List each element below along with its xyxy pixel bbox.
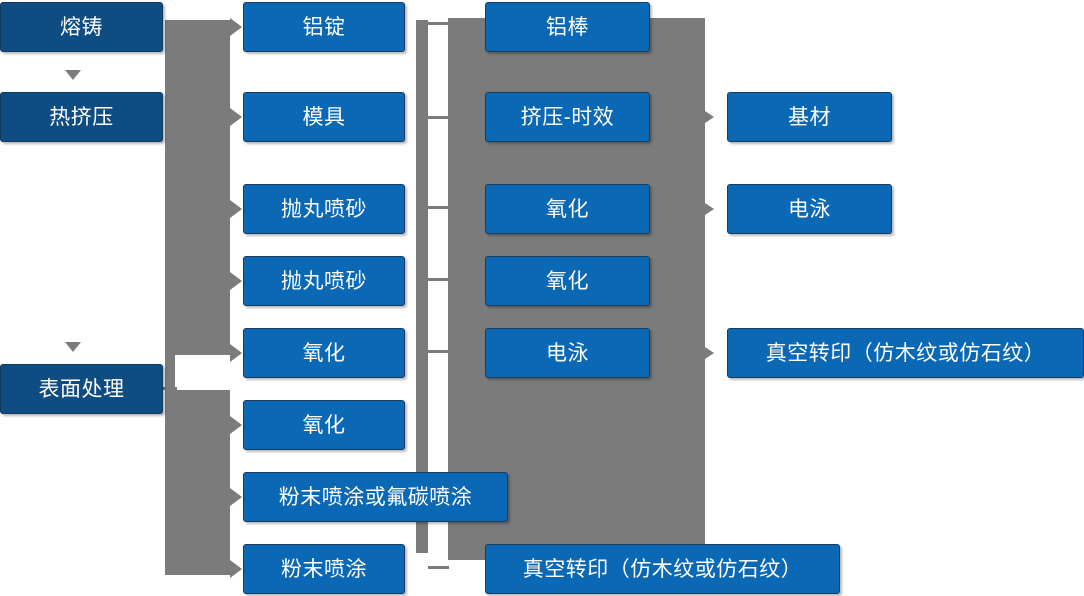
output-box-3[interactable]: 真空转印（仿木纹或仿石纹） [727, 328, 1084, 378]
arrow-to-step-5 [230, 344, 242, 362]
stage-box-2[interactable]: 热挤压 [0, 92, 163, 142]
arrow-to-step-2 [230, 108, 242, 126]
arrow-to-output-3 [705, 347, 714, 359]
connector-left-band-lower [165, 355, 175, 575]
step-label-2: 模具 [302, 105, 346, 129]
material-box-2[interactable]: 挤压-时效 [485, 92, 650, 142]
step-label-5: 氧化 [302, 341, 346, 365]
material-label-6: 真空转印（仿木纹或仿石纹） [522, 557, 803, 581]
material-label-1: 铝棒 [546, 15, 589, 39]
connector-stage3-stub [163, 387, 177, 390]
stage-box-1[interactable]: 熔铸 [0, 2, 163, 52]
output-label-2: 电泳 [788, 197, 831, 221]
material-box-4[interactable]: 氧化 [485, 256, 650, 306]
step-box-6[interactable]: 氧化 [243, 400, 405, 450]
step-box-1[interactable]: 铝锭 [243, 2, 405, 52]
rung-2 [428, 116, 449, 119]
arrow-to-step-8 [230, 560, 242, 578]
step-label-3: 抛丸喷砂 [281, 197, 367, 221]
step-box-4[interactable]: 抛丸喷砂 [243, 256, 405, 306]
step-label-6: 氧化 [302, 413, 346, 437]
step-label-8: 粉末喷涂 [281, 557, 367, 581]
connector-left-band-upper [165, 20, 230, 355]
material-box-5[interactable]: 电泳 [485, 328, 650, 378]
rung-4 [428, 278, 449, 281]
rung-5 [428, 350, 449, 353]
arrow-to-step-7 [230, 488, 242, 506]
stage-label-3: 表面处理 [38, 377, 125, 401]
step-box-2[interactable]: 模具 [243, 92, 405, 142]
material-label-4: 氧化 [546, 269, 589, 293]
material-label-3: 氧化 [546, 197, 589, 221]
arrow-to-output-2 [705, 203, 714, 215]
step-label-1: 铝锭 [302, 15, 346, 39]
arrow-to-step-4 [230, 272, 242, 290]
step-box-3[interactable]: 抛丸喷砂 [243, 184, 405, 234]
material-box-1[interactable]: 铝棒 [485, 2, 650, 52]
step-label-4: 抛丸喷砂 [281, 269, 367, 293]
arrow-to-output-1 [705, 111, 714, 123]
stage-label-1: 熔铸 [60, 15, 103, 39]
step-box-7[interactable]: 粉末喷涂或氟碳喷涂 [243, 472, 508, 522]
arrow-to-step-6 [230, 416, 242, 434]
rung-1 [428, 22, 449, 25]
arrow-to-step-3 [230, 200, 242, 218]
stage-label-2: 热挤压 [49, 105, 114, 129]
output-label-1: 基材 [788, 105, 831, 129]
output-box-2[interactable]: 电泳 [727, 184, 892, 234]
rung-3 [428, 206, 449, 209]
stage-box-3[interactable]: 表面处理 [0, 364, 163, 414]
connector-rail-left [416, 20, 428, 553]
material-box-6[interactable]: 真空转印（仿木纹或仿石纹） [485, 544, 840, 594]
arrow-band-to-stage3 [65, 342, 81, 352]
step-box-5[interactable]: 氧化 [243, 328, 405, 378]
arrow-stage1-to-stage2 [65, 70, 81, 80]
output-box-1[interactable]: 基材 [727, 92, 892, 142]
output-label-3: 真空转印（仿木纹或仿石纹） [765, 341, 1046, 365]
step-label-7: 粉末喷涂或氟碳喷涂 [278, 485, 473, 509]
rung-6 [428, 566, 449, 569]
material-label-5: 电泳 [546, 341, 589, 365]
connector-left-band-lower-wide [175, 390, 230, 575]
step-box-8[interactable]: 粉末喷涂 [243, 544, 405, 594]
material-label-2: 挤压-时效 [520, 105, 615, 129]
arrow-to-step-1 [230, 18, 242, 36]
material-box-3[interactable]: 氧化 [485, 184, 650, 234]
